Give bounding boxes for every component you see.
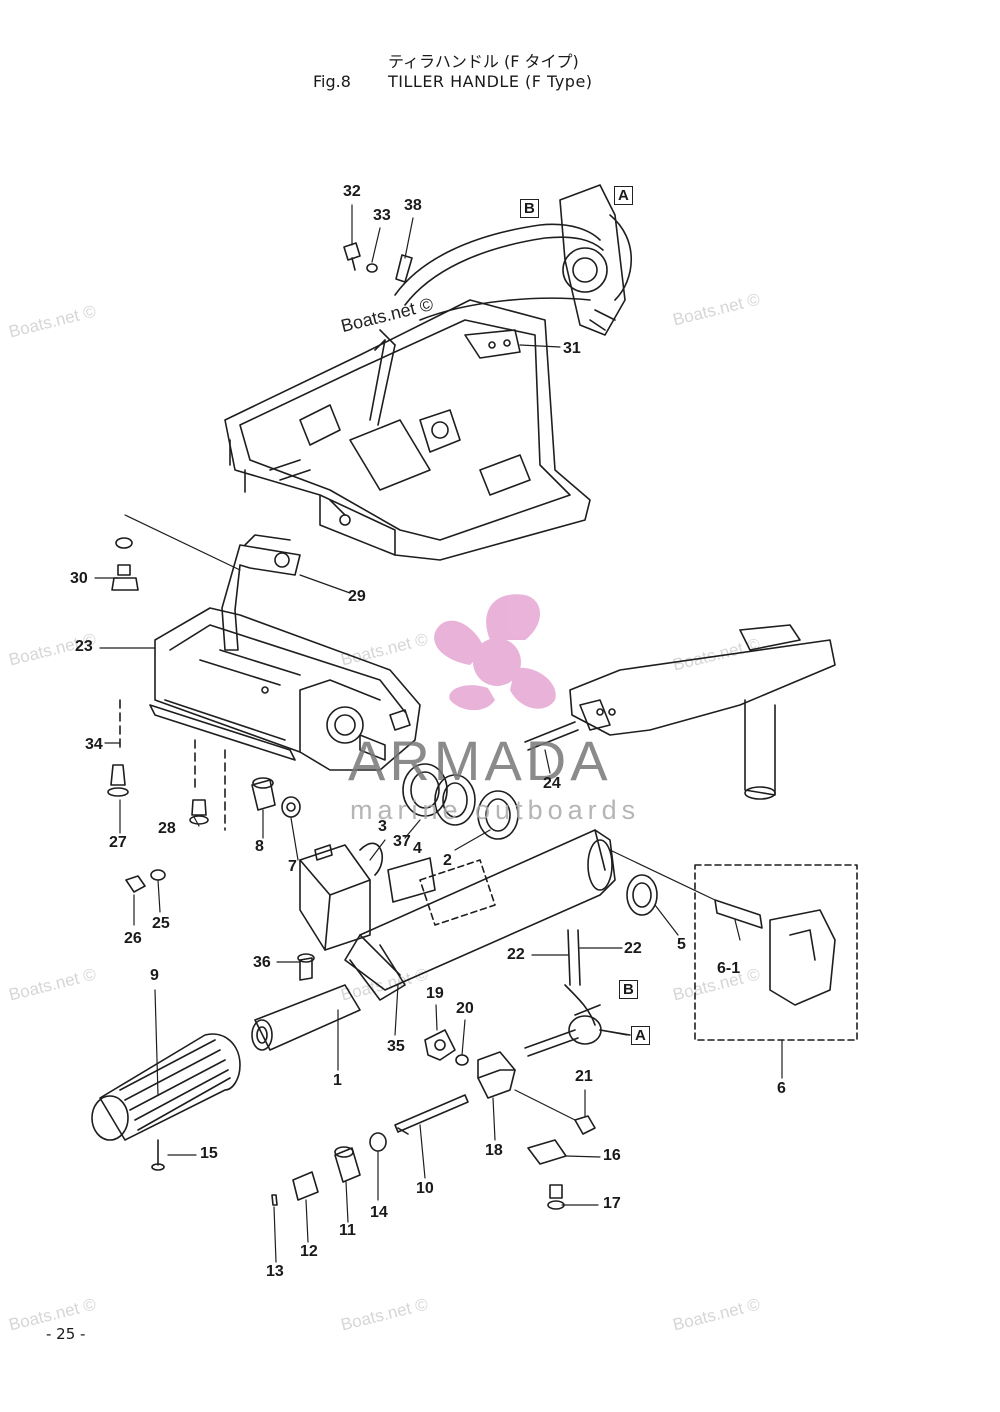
ref-box-b: B [619,980,638,999]
bolt-and-washer-30 [111,537,139,591]
callout-32: 32 [343,183,361,200]
callout-37: 37 [393,833,411,850]
friction-knob [424,1029,469,1066]
throttle-pulley [559,184,632,336]
ref-box-a: A [614,186,633,205]
callout-11: 11 [339,1222,356,1239]
handle-housing [154,607,421,771]
ref-box-a: A [631,1026,650,1045]
cable-bracket [464,329,521,359]
callout-7: 7 [288,858,297,875]
callout-34: 34 [85,736,103,753]
kit-boundary [694,864,858,1041]
callout-10: 10 [416,1180,434,1197]
callout-14: 14 [370,1204,388,1221]
callout-22-left: 22 [507,946,525,963]
callout-27: 27 [109,834,127,851]
callout-28: 28 [158,820,176,837]
figure-title-japanese: ティラハンドル (F タイプ) [388,52,579,71]
cap-and-stopper [626,874,836,1006]
callout-22-right: 22 [624,940,642,957]
throttle-grip [91,1033,241,1171]
figure-number: Fig.8 [313,72,351,91]
callout-16: 16 [603,1147,621,1164]
brand-logo: ARMADA [348,729,612,792]
callout-4: 4 [413,840,422,857]
brand-tagline: marine outboards [350,795,641,825]
callout-26: 26 [124,930,142,947]
callout-20: 20 [456,1000,474,1017]
callout-1: 1 [333,1072,342,1089]
callout-6: 6 [777,1080,786,1097]
ref-box-b: B [520,199,539,218]
callout-24: 24 [543,775,561,792]
page-number: - 25 - [46,1325,86,1343]
lower-cowl-frame [224,299,591,561]
collar-washer [251,777,301,818]
callout-13: 13 [266,1263,284,1280]
friction-block [477,1051,596,1210]
callout-36: 36 [253,954,271,971]
callout-31: 31 [563,340,581,357]
callout-38: 38 [404,197,422,214]
rubber-strip [149,704,296,761]
callout-35: 35 [387,1038,405,1055]
callout-12: 12 [300,1243,318,1260]
callout-33: 33 [373,207,391,224]
callout-8: 8 [255,838,264,855]
nut-washer [125,869,166,893]
callout-2: 2 [443,852,452,869]
callout-21: 21 [575,1068,593,1085]
callout-5: 5 [677,936,686,953]
callout-3: 3 [378,818,387,835]
brand-logo-icon [434,594,556,711]
callout-23: 23 [75,638,93,655]
throttle-linkage-parts [271,1094,469,1206]
callout-17: 17 [603,1195,621,1212]
callout-25: 25 [152,915,170,932]
grommets [107,764,209,825]
callout-30: 30 [70,570,88,587]
callout-6-1: 6-1 [717,960,741,977]
leader-lines [94,204,783,1263]
throttle-cable [369,223,604,426]
rings [402,763,519,840]
callout-29: 29 [348,588,366,605]
callout-15: 15 [200,1145,218,1162]
bolt-washer-pin [343,242,413,283]
callout-19: 19 [426,985,444,1002]
callout-18: 18 [485,1142,503,1159]
figure-title: TILLER HANDLE (F Type) [388,72,593,91]
swivel-bracket [524,624,836,800]
tiller-arm [251,829,616,1051]
throttle-shaft [524,929,631,1057]
callout-9: 9 [150,967,159,984]
stop-switch [297,842,436,981]
